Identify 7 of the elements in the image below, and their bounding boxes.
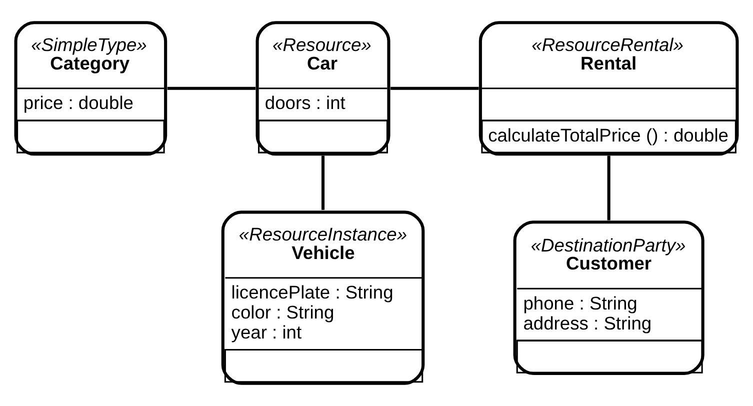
connector bbox=[607, 156, 610, 220]
node-box: «SimpleType» Category price : double bbox=[14, 21, 168, 156]
node-box: «ResourceRental» Rental calculateTotalPrice () : double bbox=[478, 21, 739, 156]
connector bbox=[390, 86, 479, 90]
connector bbox=[167, 86, 256, 90]
node-box: «Resource» Car doors : int bbox=[256, 21, 390, 156]
connector bbox=[321, 156, 325, 210]
